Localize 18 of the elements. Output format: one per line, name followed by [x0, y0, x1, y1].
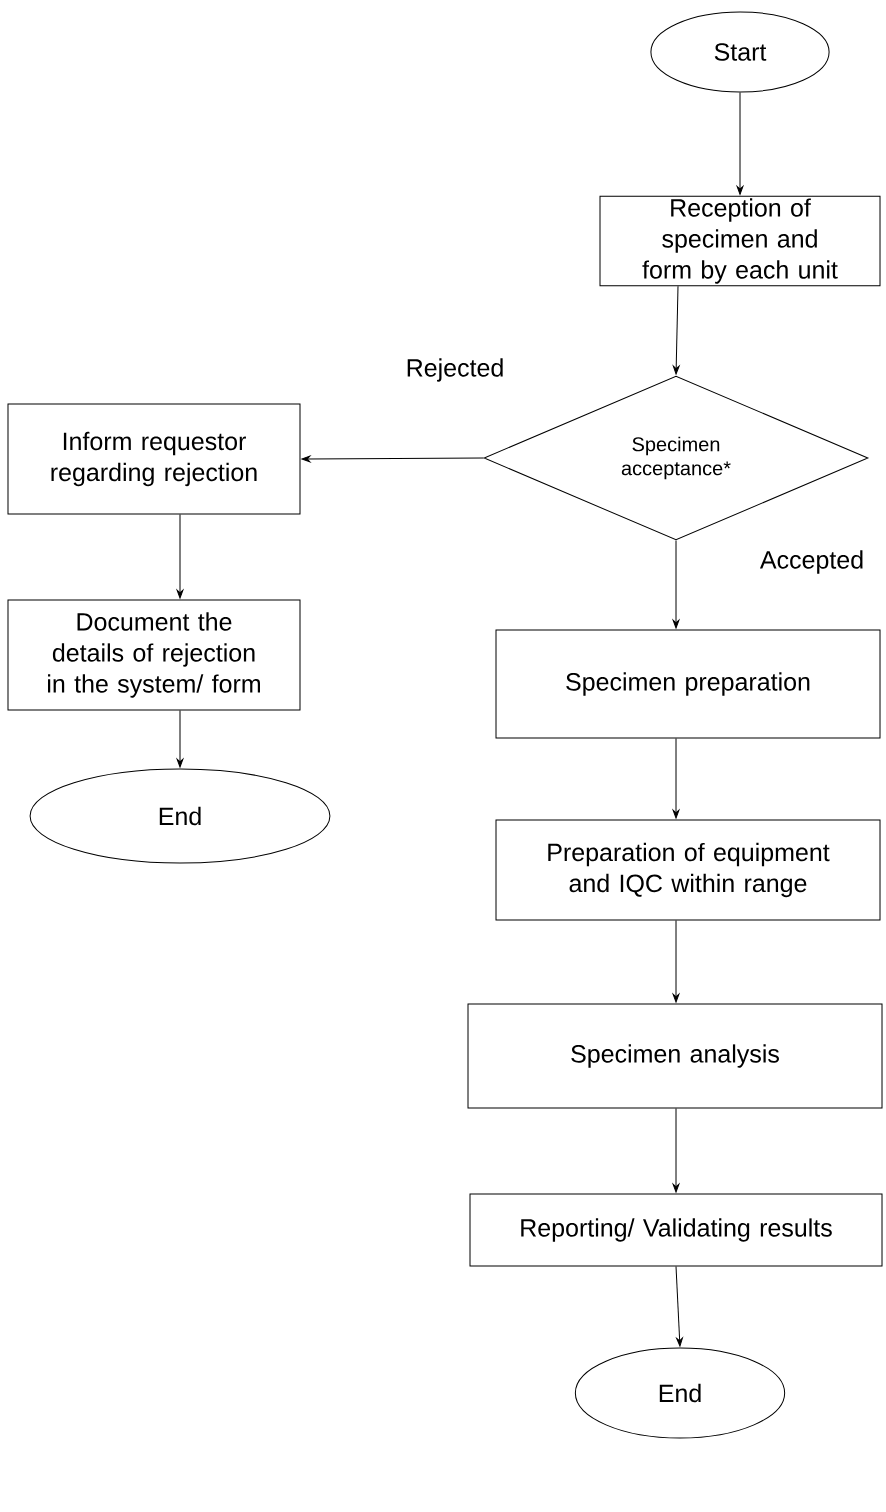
- arrow: [301, 455, 484, 463]
- arrow: [672, 285, 680, 375]
- arrow: [736, 92, 744, 195]
- process-box: Reporting/ Validating results: [469, 1193, 883, 1267]
- arrow: [672, 540, 680, 629]
- arrow: [672, 738, 680, 819]
- process-box: Inform requestor regarding rejection: [7, 403, 301, 515]
- process-box: Specimen analysis: [467, 1003, 883, 1109]
- process-box: Document the details of rejection in the system/ form: [7, 599, 301, 711]
- arrow: [672, 920, 680, 1003]
- arrow: [176, 710, 184, 768]
- arrow: [672, 1108, 680, 1193]
- process-box: Reception of specimen and form by each unit: [599, 195, 881, 287]
- edge-label: Accepted: [757, 548, 867, 576]
- arrow: [675, 1266, 683, 1347]
- process-box: Specimen preparation: [495, 629, 881, 739]
- arrow: [176, 514, 184, 599]
- process-box: Preparation of equipment and IQC within range: [495, 819, 881, 921]
